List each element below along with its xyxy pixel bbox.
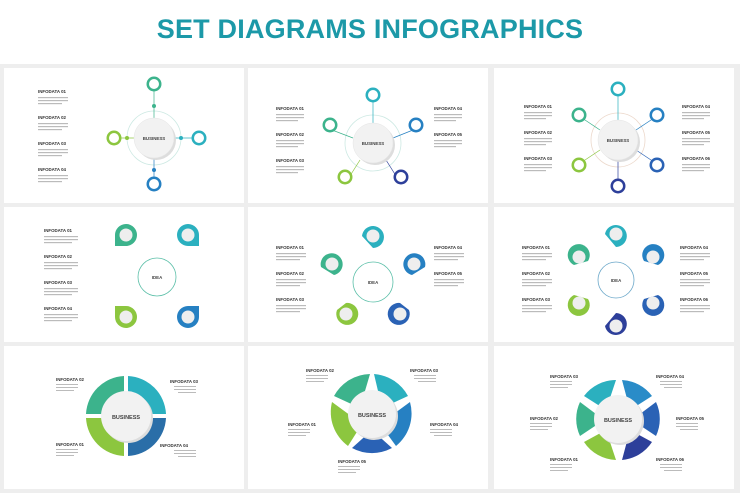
infodata-label: INFODATA 04	[434, 106, 463, 111]
center-label: BUSINESS	[362, 141, 385, 146]
diagram-card-ring-4: INFODATA 02 INFODATA 01 INFODATA 03 INFO…	[4, 346, 244, 489]
infodata-label: INFODATA 03	[522, 297, 551, 302]
infodata-label: INFODATA 01	[38, 89, 67, 94]
infodata-label: INFODATA 05	[682, 130, 711, 135]
diagram-card-circle-6: INFODATA 01 INFODATA 02 INFODATA 03 INFO…	[494, 68, 734, 203]
infodata-label: INFODATA 01	[522, 245, 551, 250]
diagram-card-pin-6: INFODATA 01 INFODATA 02 INFODATA 03 INFO…	[494, 207, 734, 342]
infodata-label: INFODATA 01	[288, 422, 317, 427]
center-label: IDEA	[611, 278, 622, 283]
page-title: SET DIAGRAMS INFOGRAPHICS	[156, 14, 584, 44]
center-label: BUSINESS	[112, 415, 140, 421]
infodata-label: INFODATA 05	[680, 271, 709, 276]
center-label: BUSINESS	[143, 136, 166, 141]
infodata-label: INFODATA 02	[530, 416, 559, 421]
infodata-label: INFODATA 06	[682, 156, 711, 161]
infodata-label: INFODATA 03	[524, 156, 553, 161]
infodata-label: INFODATA 02	[524, 130, 553, 135]
center-label: BUSINESS	[604, 418, 632, 424]
infodata-label: INFODATA 01	[276, 245, 305, 250]
infodata-label: INFODATA 02	[44, 254, 73, 259]
infodata-label: INFODATA 04	[44, 306, 73, 311]
infodata-label: INFODATA 06	[680, 297, 709, 302]
infodata-label: INFODATA 02	[522, 271, 551, 276]
center-label: IDEA	[368, 280, 379, 285]
diagram-card-circle-4: INFODATA 01 INFODATA 02 INFODATA 03 INFO…	[4, 68, 244, 203]
infodata-label: INFODATA 03	[170, 379, 199, 384]
infodata-label: INFODATA 02	[56, 377, 85, 382]
text-blocks: INFODATA 01 INFODATA 02 INFODATA 03 INFO…	[524, 104, 711, 172]
infodata-label: INFODATA 02	[38, 115, 67, 120]
infodata-label: INFODATA 05	[434, 132, 463, 137]
infodata-label: INFODATA 05	[434, 271, 463, 276]
diagram-card-ring-6: INFODATA 03 INFODATA 02 INFODATA 01 INFO…	[494, 346, 734, 489]
diagram-card-pin-4: INFODATA 01 INFODATA 02 INFODATA 03 INFO…	[4, 207, 244, 342]
diagram-card-ring-5: INFODATA 02 INFODATA 03 INFODATA 01 INFO…	[248, 346, 488, 489]
infodata-label: INFODATA 05	[338, 459, 367, 464]
infodata-label: INFODATA 02	[306, 368, 335, 373]
text-blocks: INFODATA 01 INFODATA 02 INFODATA 03 INFO…	[38, 89, 68, 183]
infodata-label: INFODATA 02	[276, 132, 305, 137]
center-label: BUSINESS	[358, 413, 386, 419]
infodata-label: INFODATA 01	[44, 228, 73, 233]
infodata-label: INFODATA 04	[430, 422, 459, 427]
text-blocks: INFODATA 01 INFODATA 02 INFODATA 03 INFO…	[276, 245, 464, 313]
infodata-label: INFODATA 04	[38, 167, 67, 172]
infodata-label: INFODATA 01	[56, 442, 85, 447]
infodata-label: INFODATA 06	[656, 457, 685, 462]
infodata-label: INFODATA 04	[682, 104, 711, 109]
diagram-card-circle-5: INFODATA 01 INFODATA 02 INFODATA 03 INFO…	[248, 68, 488, 203]
infodata-label: INFODATA 02	[276, 271, 305, 276]
infodata-label: INFODATA 03	[550, 374, 579, 379]
center-label: IDEA	[152, 275, 163, 280]
infodata-label: INFODATA 03	[276, 297, 305, 302]
infodata-label: INFODATA 03	[38, 141, 67, 146]
infodata-label: INFODATA 01	[524, 104, 553, 109]
infodata-label: INFODATA 01	[276, 106, 305, 111]
center-label: BUSINESS	[607, 138, 630, 143]
infodata-label: INFODATA 04	[656, 374, 685, 379]
text-blocks: INFODATA 01 INFODATA 02 INFODATA 03 INFO…	[276, 106, 463, 174]
infodata-label: INFODATA 03	[410, 368, 439, 373]
text-blocks: INFODATA 01 INFODATA 02 INFODATA 03 INFO…	[44, 228, 78, 322]
diagram-grid: INFODATA 01 INFODATA 02 INFODATA 03 INFO…	[0, 64, 740, 493]
infodata-label: INFODATA 05	[676, 416, 705, 421]
diagram-card-pin-5: INFODATA 01 INFODATA 02 INFODATA 03 INFO…	[248, 207, 488, 342]
infodata-label: INFODATA 03	[44, 280, 73, 285]
infodata-label: INFODATA 01	[550, 457, 579, 462]
infodata-label: INFODATA 04	[434, 245, 463, 250]
infodata-label: INFODATA 04	[680, 245, 709, 250]
infodata-label: INFODATA 04	[160, 443, 189, 448]
text-blocks: INFODATA 01 INFODATA 02 INFODATA 03 INFO…	[522, 245, 710, 313]
infodata-label: INFODATA 03	[276, 158, 305, 163]
